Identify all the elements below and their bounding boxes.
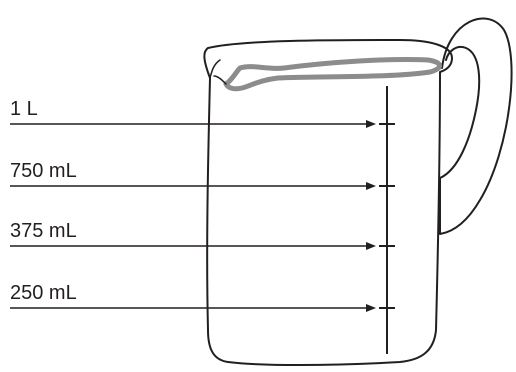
liquid-surface-rim (223, 56, 442, 92)
arrow-750ml (10, 182, 376, 190)
spout-fold (213, 75, 227, 85)
arrow-250ml (10, 304, 376, 312)
label-750ml: 750 mL (10, 160, 77, 182)
jug-body (203, 39, 453, 366)
arrow-375ml (10, 242, 376, 250)
jug-rim-inner (209, 59, 221, 79)
label-250ml: 250 mL (10, 282, 77, 304)
label-375ml: 375 mL (10, 220, 77, 242)
jug-handle (439, 17, 513, 235)
label-1l: 1 L (10, 98, 38, 120)
arrow-1l (10, 120, 376, 128)
